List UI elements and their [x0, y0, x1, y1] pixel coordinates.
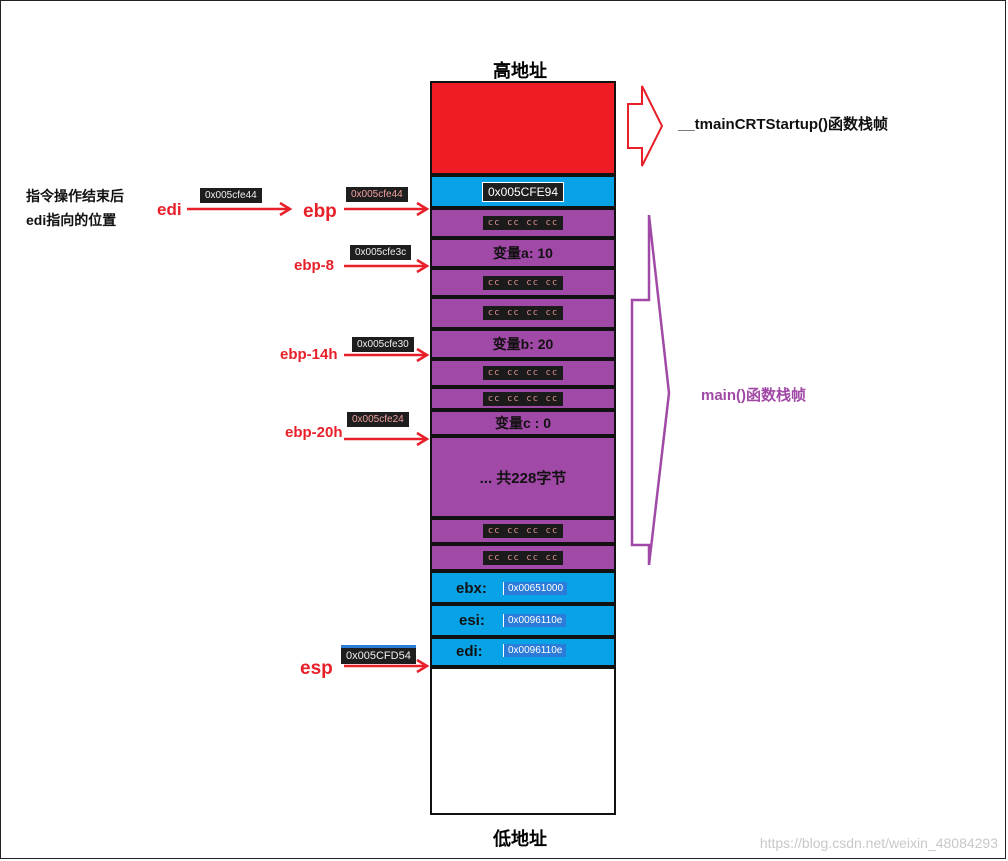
edi-pointer-label: edi: [157, 200, 182, 219]
watermark: https://blog.csdn.net/weixin_48084293: [759, 835, 998, 851]
cc-bytes: cc cc cc cc: [482, 550, 564, 565]
main-frame-label: main()函数栈帧: [701, 387, 807, 404]
ebp-8-label: ebp-8: [294, 257, 335, 274]
stack-cell-cc-5: cc cc cc cc: [430, 387, 616, 410]
ebx-label: ebx:: [456, 580, 487, 597]
esp-pointer-label: esp: [300, 658, 333, 679]
ebp-20h-address: 0x005cfe24: [347, 412, 409, 427]
stack-cell-cc-4: cc cc cc cc: [430, 359, 616, 387]
ebp-20h-label: ebp-20h: [285, 424, 343, 441]
esp-address: 0x005CFD54: [341, 645, 416, 664]
stack-cell-cc-1: cc cc cc cc: [430, 208, 616, 238]
total-bytes-label: ... 共228字节: [479, 469, 567, 487]
tmain-brace-arrow: [627, 85, 664, 167]
ebx-value: 0x00651000: [503, 582, 568, 595]
stack-cell-var-b: 变量b: 20: [430, 329, 616, 359]
ebp-address: 0x005cfe44: [346, 187, 408, 202]
cc-bytes: cc cc cc cc: [482, 306, 564, 320]
note-line-1: 指令操作结束后: [26, 188, 124, 204]
ebp-14h-address: 0x005cfe30: [352, 337, 414, 352]
edi-value: 0x0096110e: [503, 644, 567, 657]
stack-cell-cc-6: cc cc cc cc: [430, 518, 616, 544]
esi-value: 0x0096110e: [503, 614, 567, 627]
cc-bytes: cc cc cc cc: [482, 275, 564, 290]
var-c-label: 变量c : 0: [494, 415, 551, 431]
note-line-2: edi指向的位置: [26, 212, 117, 228]
stack-cell-cc-2: cc cc cc cc: [430, 268, 616, 297]
edi-address: 0x005cfe44: [200, 188, 262, 203]
stack-cell-var-c: 变量c : 0: [430, 410, 616, 436]
cc-bytes: cc cc cc cc: [482, 524, 564, 538]
main-brace-arrow: [630, 214, 671, 566]
high-address-label: 高地址: [493, 61, 547, 81]
tmain-frame-block: [430, 81, 616, 175]
stack-cell-total: ... 共228字节: [430, 436, 616, 518]
var-a-label: 变量a: 10: [493, 245, 553, 261]
saved-ebp-value: 0x005CFE94: [481, 181, 565, 202]
edi-label: edi:: [456, 643, 483, 660]
tmain-frame-label: __tmainCRTStartup()函数栈帧: [678, 116, 889, 133]
stack-cell-cc-7: cc cc cc cc: [430, 544, 616, 571]
stack-cell-cc-3: cc cc cc cc: [430, 297, 616, 329]
low-address-label: 低地址: [493, 829, 547, 849]
stack-cell-empty: [430, 667, 616, 815]
esi-label: esi:: [459, 612, 485, 629]
var-b-label: 变量b: 20: [492, 336, 554, 352]
ebp-14h-label: ebp-14h: [280, 346, 338, 363]
ebp-8-address: 0x005cfe3c: [350, 245, 412, 260]
ebp-pointer-label: ebp: [303, 201, 337, 222]
cc-bytes: cc cc cc cc: [482, 391, 564, 406]
cc-bytes: cc cc cc cc: [482, 216, 564, 230]
cc-bytes: cc cc cc cc: [482, 366, 564, 380]
saved-ebp-cell: 0x005CFE94: [430, 175, 616, 208]
stack-cell-var-a: 变量a: 10: [430, 238, 616, 268]
